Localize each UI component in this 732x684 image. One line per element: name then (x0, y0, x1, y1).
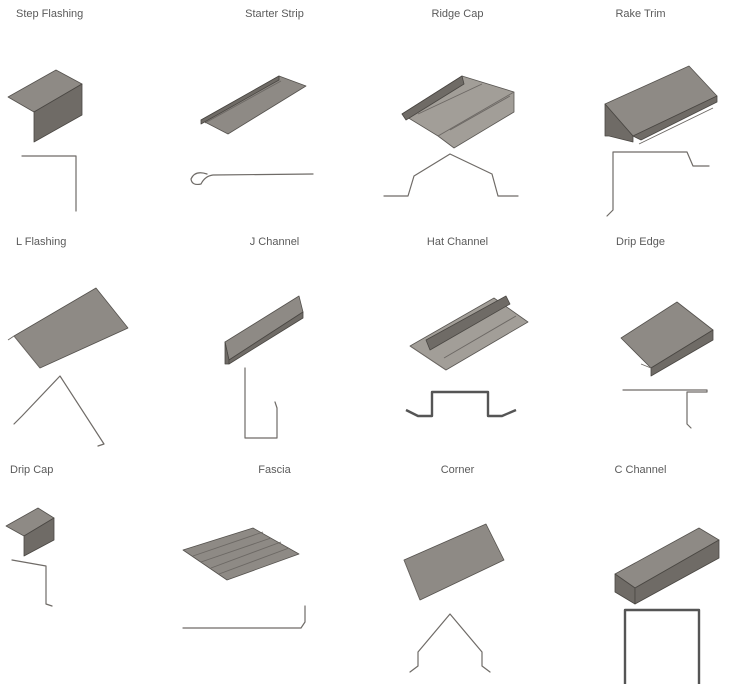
starter-strip-illustration (190, 75, 314, 186)
product-title: Corner (440, 464, 475, 476)
product-card-fascia[interactable]: Fascia (182, 456, 366, 684)
product-card-drip-cap[interactable]: Drip Cap (0, 456, 183, 684)
product-title: Ridge Cap (431, 8, 484, 20)
corner-illustration (403, 523, 505, 673)
product-title: Fascia (258, 464, 291, 476)
product-title: Starter Strip (245, 8, 304, 20)
product-card-corner[interactable]: Corner (366, 456, 549, 684)
l-flashing-illustration (7, 287, 129, 447)
product-title: Hat Channel (426, 236, 489, 248)
product-card-c-channel[interactable]: C Channel (549, 456, 732, 684)
product-card-j-channel[interactable]: J Channel (183, 228, 366, 456)
c-channel-illustration (614, 527, 720, 684)
product-title: C Channel (614, 464, 667, 476)
product-card-starter-strip[interactable]: Starter Strip (183, 0, 366, 228)
fascia-illustration (182, 527, 306, 629)
drip-edge-illustration (620, 301, 714, 429)
rake-trim-illustration (604, 65, 718, 217)
ridge-cap-illustration (383, 75, 519, 197)
product-title: L Flashing (16, 236, 67, 248)
product-card-hat-channel[interactable]: Hat Channel (366, 228, 549, 456)
product-title: Drip Edge (616, 236, 665, 248)
product-title: Drip Cap (10, 464, 54, 476)
drip-cap-illustration (5, 507, 55, 607)
product-card-l-flashing[interactable]: L Flashing (0, 228, 183, 456)
hat-channel-illustration (405, 295, 529, 418)
product-card-rake-trim[interactable]: Rake Trim (549, 0, 732, 228)
product-title: J Channel (249, 236, 300, 248)
product-card-ridge-cap[interactable]: Ridge Cap (366, 0, 549, 228)
product-title: Rake Trim (615, 8, 666, 20)
product-card-step-flashing[interactable]: Step Flashing (0, 0, 183, 228)
product-card-drip-edge[interactable]: Drip Edge (549, 228, 732, 456)
product-title: Step Flashing (16, 8, 84, 20)
step-flashing-illustration (7, 69, 83, 212)
j-channel-illustration (224, 295, 304, 439)
